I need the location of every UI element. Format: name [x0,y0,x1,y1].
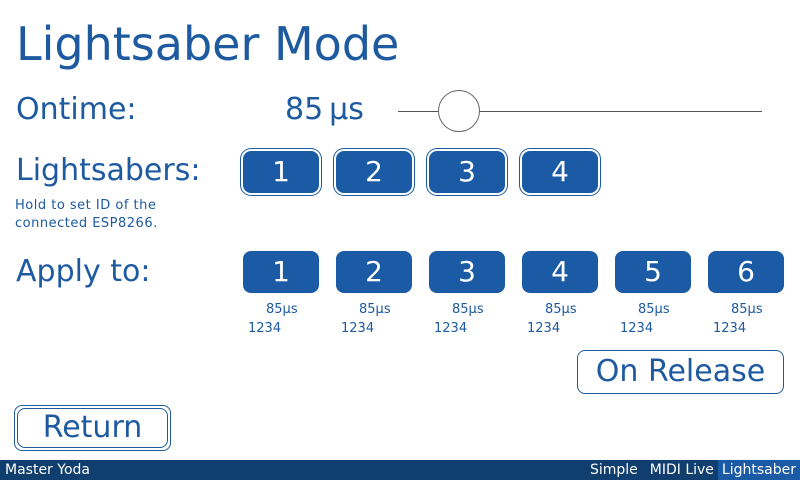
channel-5-ids: 1234 [620,321,654,336]
channel-6-ids: 1234 [713,321,747,336]
tab-midi-live[interactable]: MIDI Live [649,462,714,478]
lightsabers-hint: Hold to set ID of the connected ESP8266. [15,197,158,233]
apply-channel-button-6[interactable]: 6 [708,251,784,293]
apply-channel-button-4[interactable]: 4 [522,251,598,293]
lightsaber-button-1[interactable]: 1 [243,151,319,193]
apply-channel-button-1[interactable]: 1 [243,251,319,293]
channel-3-ids: 1234 [434,321,468,336]
channel-1-ids: 1234 [248,321,282,336]
channel-2-ontime: 85µs [359,302,391,317]
apply-channel-button-2[interactable]: 2 [336,251,412,293]
ontime-label: Ontime: [16,92,137,127]
lightsaber-button-2[interactable]: 2 [336,151,412,193]
lightsabers-hint-line1: Hold to set ID of the [15,198,157,213]
channel-5-ontime: 85µs [638,302,670,317]
on-release-button[interactable]: On Release [577,350,784,394]
ontime-slider-knob[interactable] [437,90,480,132]
channel-3-ontime: 85µs [452,302,484,317]
apply-channel-button-5[interactable]: 5 [615,251,691,293]
status-bar: Master Yoda Simple MIDI Live Lightsaber [0,460,800,480]
apply-channel-button-3[interactable]: 3 [429,251,505,293]
apply-to-label: Apply to: [16,254,151,289]
mode-tabs: Simple MIDI Live Lightsaber [582,460,800,480]
channel-6-ontime: 85µs [731,302,763,317]
channel-1-ontime: 85µs [266,302,298,317]
ontime-slider-track[interactable] [398,111,762,112]
channel-2-ids: 1234 [341,321,375,336]
lightsaber-button-3[interactable]: 3 [429,151,505,193]
lightsabers-hint-line2: connected ESP8266. [15,216,158,231]
ontime-value: 85 µs [285,92,364,127]
tab-simple[interactable]: Simple [589,462,638,478]
tab-lightsaber[interactable]: Lightsaber [717,460,800,480]
return-button-frame[interactable] [14,405,171,451]
user-name: Master Yoda [5,462,90,478]
channel-4-ontime: 85µs [545,302,577,317]
channel-4-ids: 1234 [527,321,561,336]
page-title: Lightsaber Mode [16,17,400,71]
lightsaber-button-4[interactable]: 4 [522,151,598,193]
return-button[interactable]: Return [17,408,168,448]
lightsabers-label: Lightsabers: [16,153,201,188]
